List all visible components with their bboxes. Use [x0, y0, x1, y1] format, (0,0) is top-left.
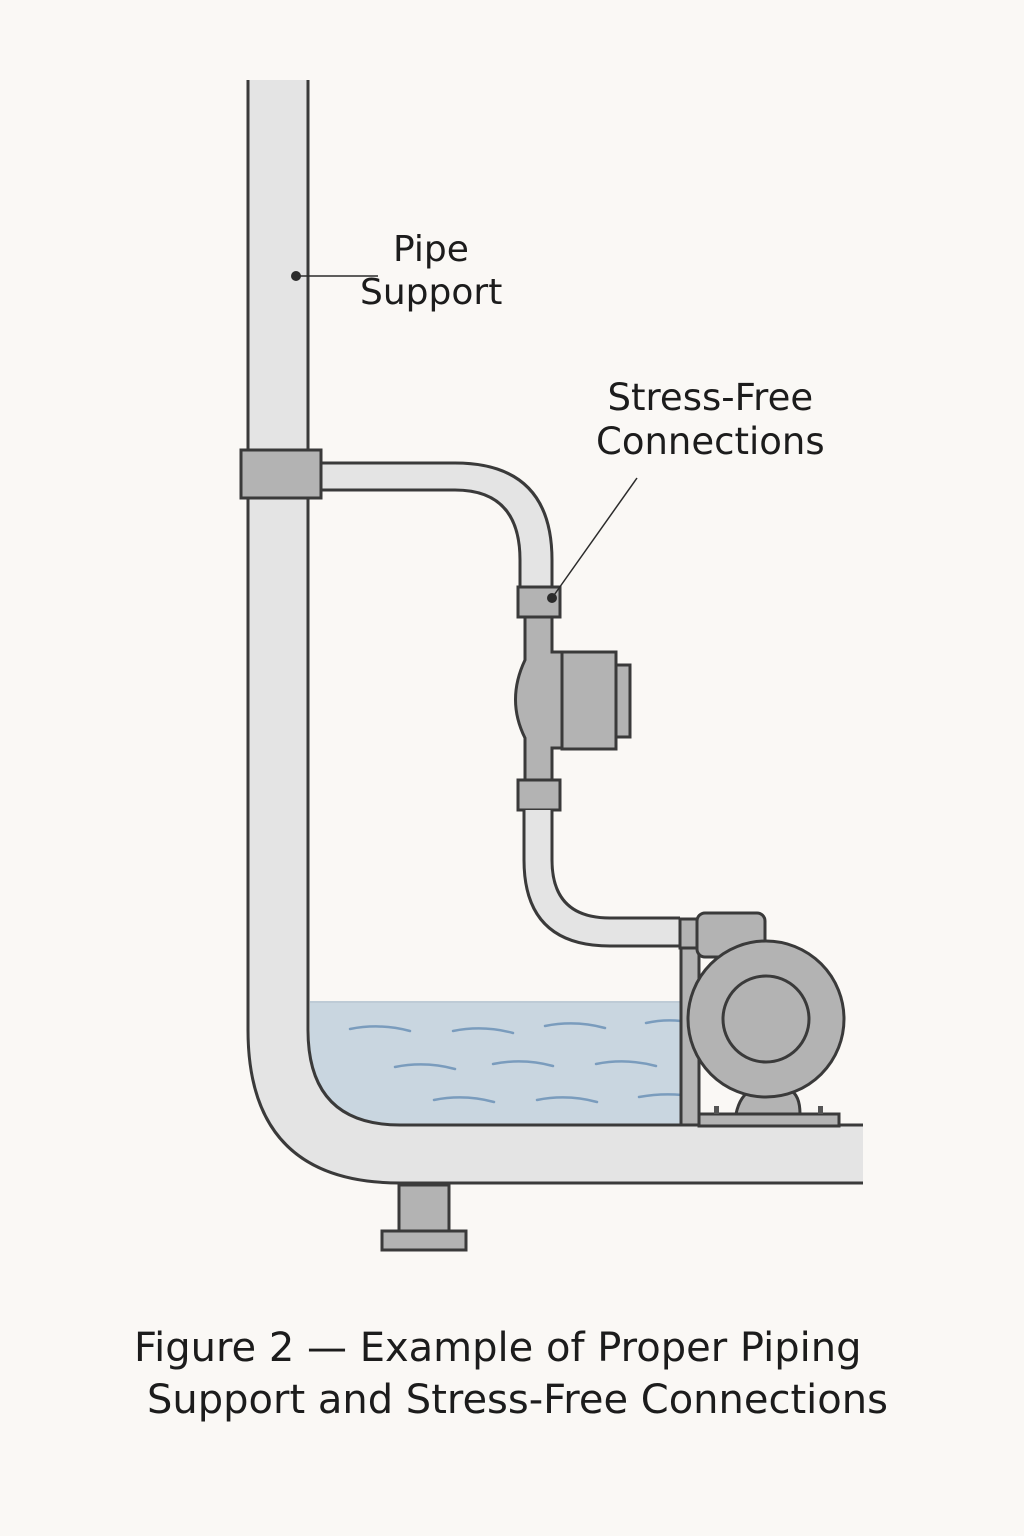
wave [637, 1093, 684, 1099]
wave [594, 1060, 658, 1068]
pump-inlet-pipe [524, 810, 680, 946]
lower-flange-connector [516, 778, 562, 812]
pipe-support-label: Pipe Support [360, 228, 502, 314]
circulator-cap [614, 663, 632, 739]
support-stand-foot [380, 1229, 468, 1252]
pipe-support-label-line1: Pipe [393, 229, 469, 270]
pipe-support-label-line2: Support [360, 272, 503, 314]
main-pipe-inner-edge [306, 80, 863, 1127]
branch-pipe [320, 463, 552, 590]
wave [451, 1027, 515, 1035]
wave [644, 1019, 683, 1025]
wave [393, 1063, 457, 1071]
stress-free-label-line1: Stress-Free [607, 376, 814, 419]
support-stand-post [397, 1183, 451, 1233]
pump-base-plate [697, 1112, 841, 1128]
water-waves [348, 1019, 684, 1104]
wave [491, 1060, 555, 1068]
wave [535, 1096, 599, 1104]
circulator-body [514, 615, 564, 784]
main-pipe [248, 80, 863, 1183]
pump-impeller-cover [721, 974, 811, 1064]
wave [432, 1096, 496, 1104]
circulator-motor [560, 650, 618, 751]
figure-caption: Figure 2 — Example of Proper Piping Supp… [134, 1322, 888, 1426]
caption-line2: Support and Stress-Free Connections [147, 1377, 888, 1423]
wave [543, 1022, 607, 1030]
stress-free-leader [551, 477, 638, 599]
pipe-support-dot [291, 271, 301, 281]
stress-free-label: Stress-Free Connections [596, 376, 825, 465]
stress-free-label-line2: Connections [596, 420, 825, 464]
main-pipe-outer-edge [246, 80, 863, 1185]
pump-bolt [818, 1106, 823, 1114]
pump-bolt [714, 1106, 719, 1114]
pipe-clamp [239, 448, 323, 500]
caption-line1: Figure 2 — Example of Proper Piping [134, 1325, 862, 1371]
stress-free-dot [547, 593, 557, 603]
pump-inlet-collar [678, 917, 700, 950]
wave [348, 1025, 412, 1033]
